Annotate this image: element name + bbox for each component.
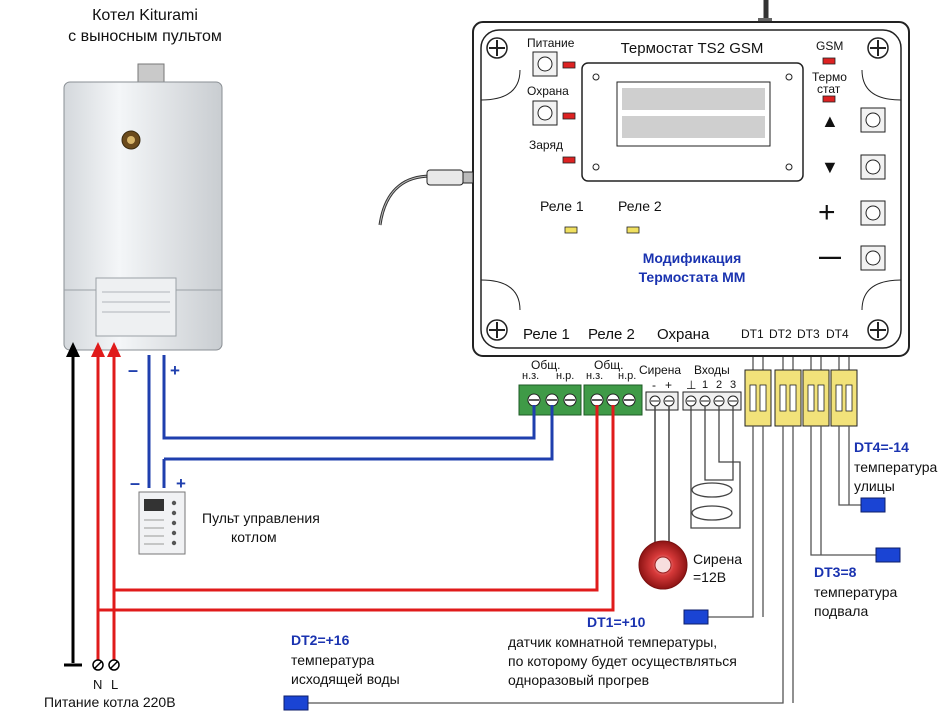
terminal-input-3: 3 (730, 379, 737, 391)
terminal-siren-plus: + (665, 378, 673, 392)
dt-connectors (744, 356, 858, 427)
button-down[interactable] (860, 154, 886, 180)
terminal-no-2: н.р. (618, 370, 637, 382)
sensor-probe-dt3 (875, 547, 901, 563)
boiler-minus-label: – (128, 360, 139, 380)
button-minus[interactable] (860, 245, 886, 271)
arrow-down-icon: ▼ (821, 157, 839, 177)
boiler-title-line1: Котел Kiturami (92, 7, 198, 24)
dt1-desc-line2: по которому будет осуществляться (508, 653, 737, 669)
boiler-remote-blue-wires (147, 355, 554, 488)
thermostat-title: Термостат TS2 GSM (620, 40, 764, 57)
boiler-unit (63, 63, 223, 351)
indicator-gsm-label: GSM (816, 39, 844, 53)
power-l-label: L (111, 677, 119, 692)
relay-red-wires (98, 405, 615, 612)
indicator-guard-label: Охрана (527, 84, 569, 98)
remote-plus-label: + (176, 474, 186, 493)
siren-wires (654, 406, 670, 545)
button-up[interactable] (860, 107, 886, 133)
remote-minus-label: – (130, 473, 141, 493)
dt3-label: DT3=8 (814, 564, 857, 580)
arrow-up-icon: ▲ (821, 111, 839, 131)
relay1-label: Реле 1 (540, 198, 584, 214)
modification-line2: Термостата ММ (638, 269, 746, 285)
sensor-probe-dt4 (860, 497, 886, 513)
button-plus[interactable] (860, 200, 886, 226)
remote-caption-line1: Пульт управления (202, 510, 320, 526)
remote-control-panel (138, 491, 186, 555)
terminal-input-1: 1 (702, 379, 709, 391)
led-indicators (562, 57, 836, 234)
terminal-nc-2: н.з. (586, 370, 604, 382)
siren-terminal-block (645, 391, 679, 411)
sensor-wires (306, 426, 878, 704)
dt3-desc-line2: подвала (814, 603, 869, 619)
indicator-charge-label: Заряд (529, 138, 563, 152)
modification-line1: Модификация (642, 250, 742, 266)
terminal-inputs-label: Входы (694, 363, 730, 377)
dt2-desc-line1: температура (291, 652, 375, 668)
dt3-desc-line1: температура (814, 584, 898, 600)
bottom-label-relay1: Реле 1 (523, 326, 570, 343)
indicator-power-label: Питание (527, 36, 575, 50)
siren-device (638, 540, 688, 590)
power-wires (71, 352, 116, 663)
bottom-label-relay2: Реле 2 (588, 326, 635, 343)
dt2-label: DT2=+16 (291, 632, 350, 648)
terminal-common-1: Общ. (531, 358, 561, 372)
terminal-no-1: н.р. (556, 370, 575, 382)
terminal-siren-label: Сирена (639, 363, 682, 377)
power-n-label: N (93, 677, 103, 692)
dt2-desc-line2: исходящей воды (291, 671, 400, 687)
boiler-title-line2: с выносным пультом (68, 28, 222, 45)
remote-caption-line2: котлом (231, 529, 277, 545)
input-wires (690, 406, 741, 529)
terminal-input-2: 2 (716, 379, 723, 391)
relay2-label: Реле 2 (618, 198, 662, 214)
bottom-label-guard: Охрана (657, 326, 710, 343)
plus-icon: + (818, 196, 836, 229)
power-wire-arrows (66, 342, 121, 357)
minus-icon: — (819, 244, 841, 269)
bottom-label-dt1: DT1 (741, 327, 764, 341)
power-button[interactable] (532, 51, 558, 77)
dt4-desc-line2: улицы (854, 478, 895, 494)
dt1-label: DT1=+10 (587, 614, 646, 630)
dt4-desc-line1: температура (854, 459, 938, 475)
thermostat-box (472, 0, 910, 357)
bottom-label-dt2: DT2 (769, 327, 792, 341)
indicator-thermo-line1: Термо (812, 70, 847, 84)
sensor-probe-dt2 (283, 695, 309, 711)
siren-label-line1: Сирена (693, 551, 743, 567)
siren-label-line2: =12В (693, 569, 727, 585)
dt4-label: DT4=-14 (854, 439, 909, 455)
usb-cable (378, 169, 474, 226)
sensor-probe-dt1 (683, 609, 709, 625)
dt1-desc-line3: одноразовый прогрев (508, 672, 650, 688)
guard-button[interactable] (532, 100, 558, 126)
power-terminals (92, 659, 120, 671)
terminal-common-2: Общ. (594, 358, 624, 372)
terminal-nc-1: н.з. (522, 370, 540, 382)
dt1-desc-line1: датчик комнатной температуры, (508, 634, 718, 650)
relay-terminal-block-1 (518, 384, 582, 416)
boiler-plus-label: + (170, 361, 180, 380)
inputs-terminal-block (682, 391, 742, 411)
bottom-label-dt3: DT3 (797, 327, 820, 341)
terminal-siren-minus: - (652, 378, 656, 392)
relay-terminal-block-2 (583, 384, 643, 416)
terminal-ground: ⊥ (686, 378, 697, 392)
power-caption: Питание котла 220В (44, 694, 176, 710)
indicator-thermo-line2: стат (817, 82, 841, 96)
bottom-label-dt4: DT4 (826, 327, 849, 341)
